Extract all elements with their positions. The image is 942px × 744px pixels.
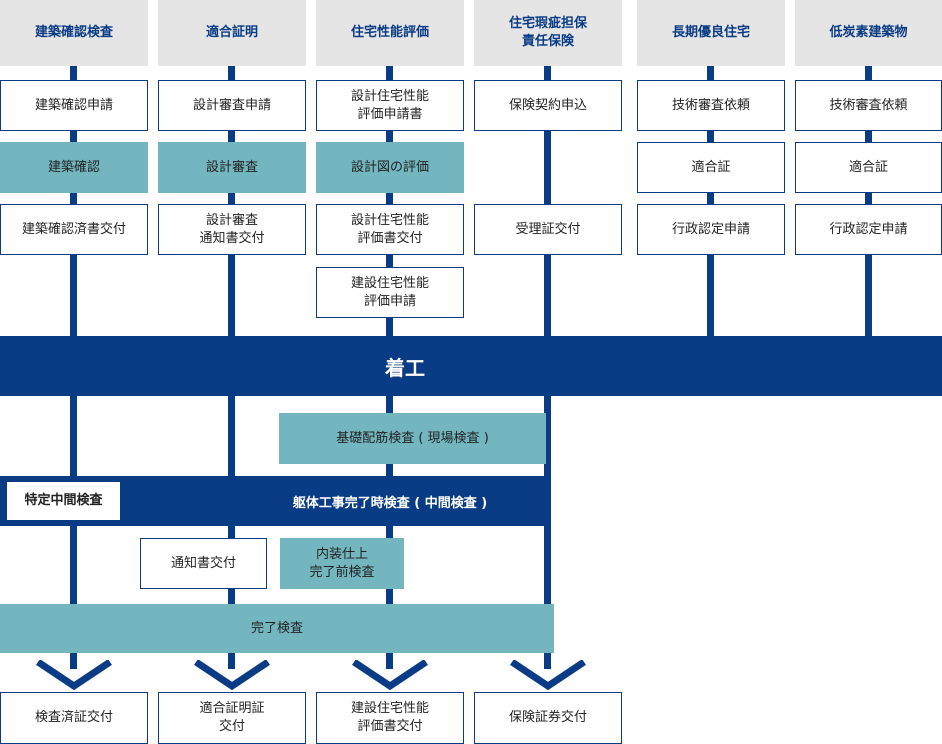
foundation-inspection-box: 基礎配筋検査 ( 現場検査 ) xyxy=(279,413,546,464)
down-arrow xyxy=(510,660,586,690)
column-header: 住宅性能評価 xyxy=(316,0,464,66)
step-box: 設計図の評価 xyxy=(316,142,464,193)
step-box: 保険契約申込 xyxy=(474,80,622,131)
step-box: 行政認定申請 xyxy=(795,204,942,255)
down-arrow xyxy=(36,660,112,690)
column-header: 適合証明 xyxy=(158,0,306,66)
construction-start-label: 着工 xyxy=(385,355,425,380)
step-box: 設計住宅性能 評価申請書 xyxy=(316,80,464,131)
construction-start-band xyxy=(0,336,942,396)
completion-inspection-band: 完了検査 xyxy=(0,604,554,653)
column-header: 住宅瑕疵担保 責任保険 xyxy=(474,0,622,66)
step-box: 建築確認済書交付 xyxy=(0,204,148,255)
column-header: 長期優良住宅 xyxy=(637,0,785,66)
down-arrow xyxy=(352,660,428,690)
step-box: 設計審査 通知書交付 xyxy=(158,204,306,255)
step-box: 建設住宅性能 評価申請 xyxy=(316,267,464,318)
step-box: 設計住宅性能 評価書交付 xyxy=(316,204,464,255)
step-box: 設計審査申請 xyxy=(158,80,306,131)
step-box: 適合証 xyxy=(637,142,785,193)
step-box: 受理証交付 xyxy=(474,204,622,255)
column-header: 建築確認検査 xyxy=(0,0,148,66)
step-box: 建築確認 xyxy=(0,142,148,193)
step-box: 技術審査依頼 xyxy=(795,80,942,131)
interior-inspection-box: 内装仕上 完了前検査 xyxy=(280,538,404,589)
step-box: 適合証 xyxy=(795,142,942,193)
column-line xyxy=(707,66,714,338)
intermediate-inspection-label: 躯体工事完了時検査 ( 中間検査 ) xyxy=(292,495,488,511)
step-box: 技術審査依頼 xyxy=(637,80,785,131)
notice-box: 通知書交付 xyxy=(140,538,267,589)
output-box: 適合証明証 交付 xyxy=(158,692,306,744)
step-box: 設計審査 xyxy=(158,142,306,193)
output-box: 検査済証交付 xyxy=(0,692,148,744)
step-box: 行政認定申請 xyxy=(637,204,785,255)
step-box: 建築確認申請 xyxy=(0,80,148,131)
output-box: 保険証券交付 xyxy=(474,692,622,744)
output-box: 建設住宅性能 評価書交付 xyxy=(316,692,464,744)
column-header: 低炭素建築物 xyxy=(795,0,942,66)
column-line xyxy=(865,66,872,338)
down-arrow xyxy=(194,660,270,690)
specific-intermediate-label: 特定中間検査 xyxy=(7,482,120,520)
